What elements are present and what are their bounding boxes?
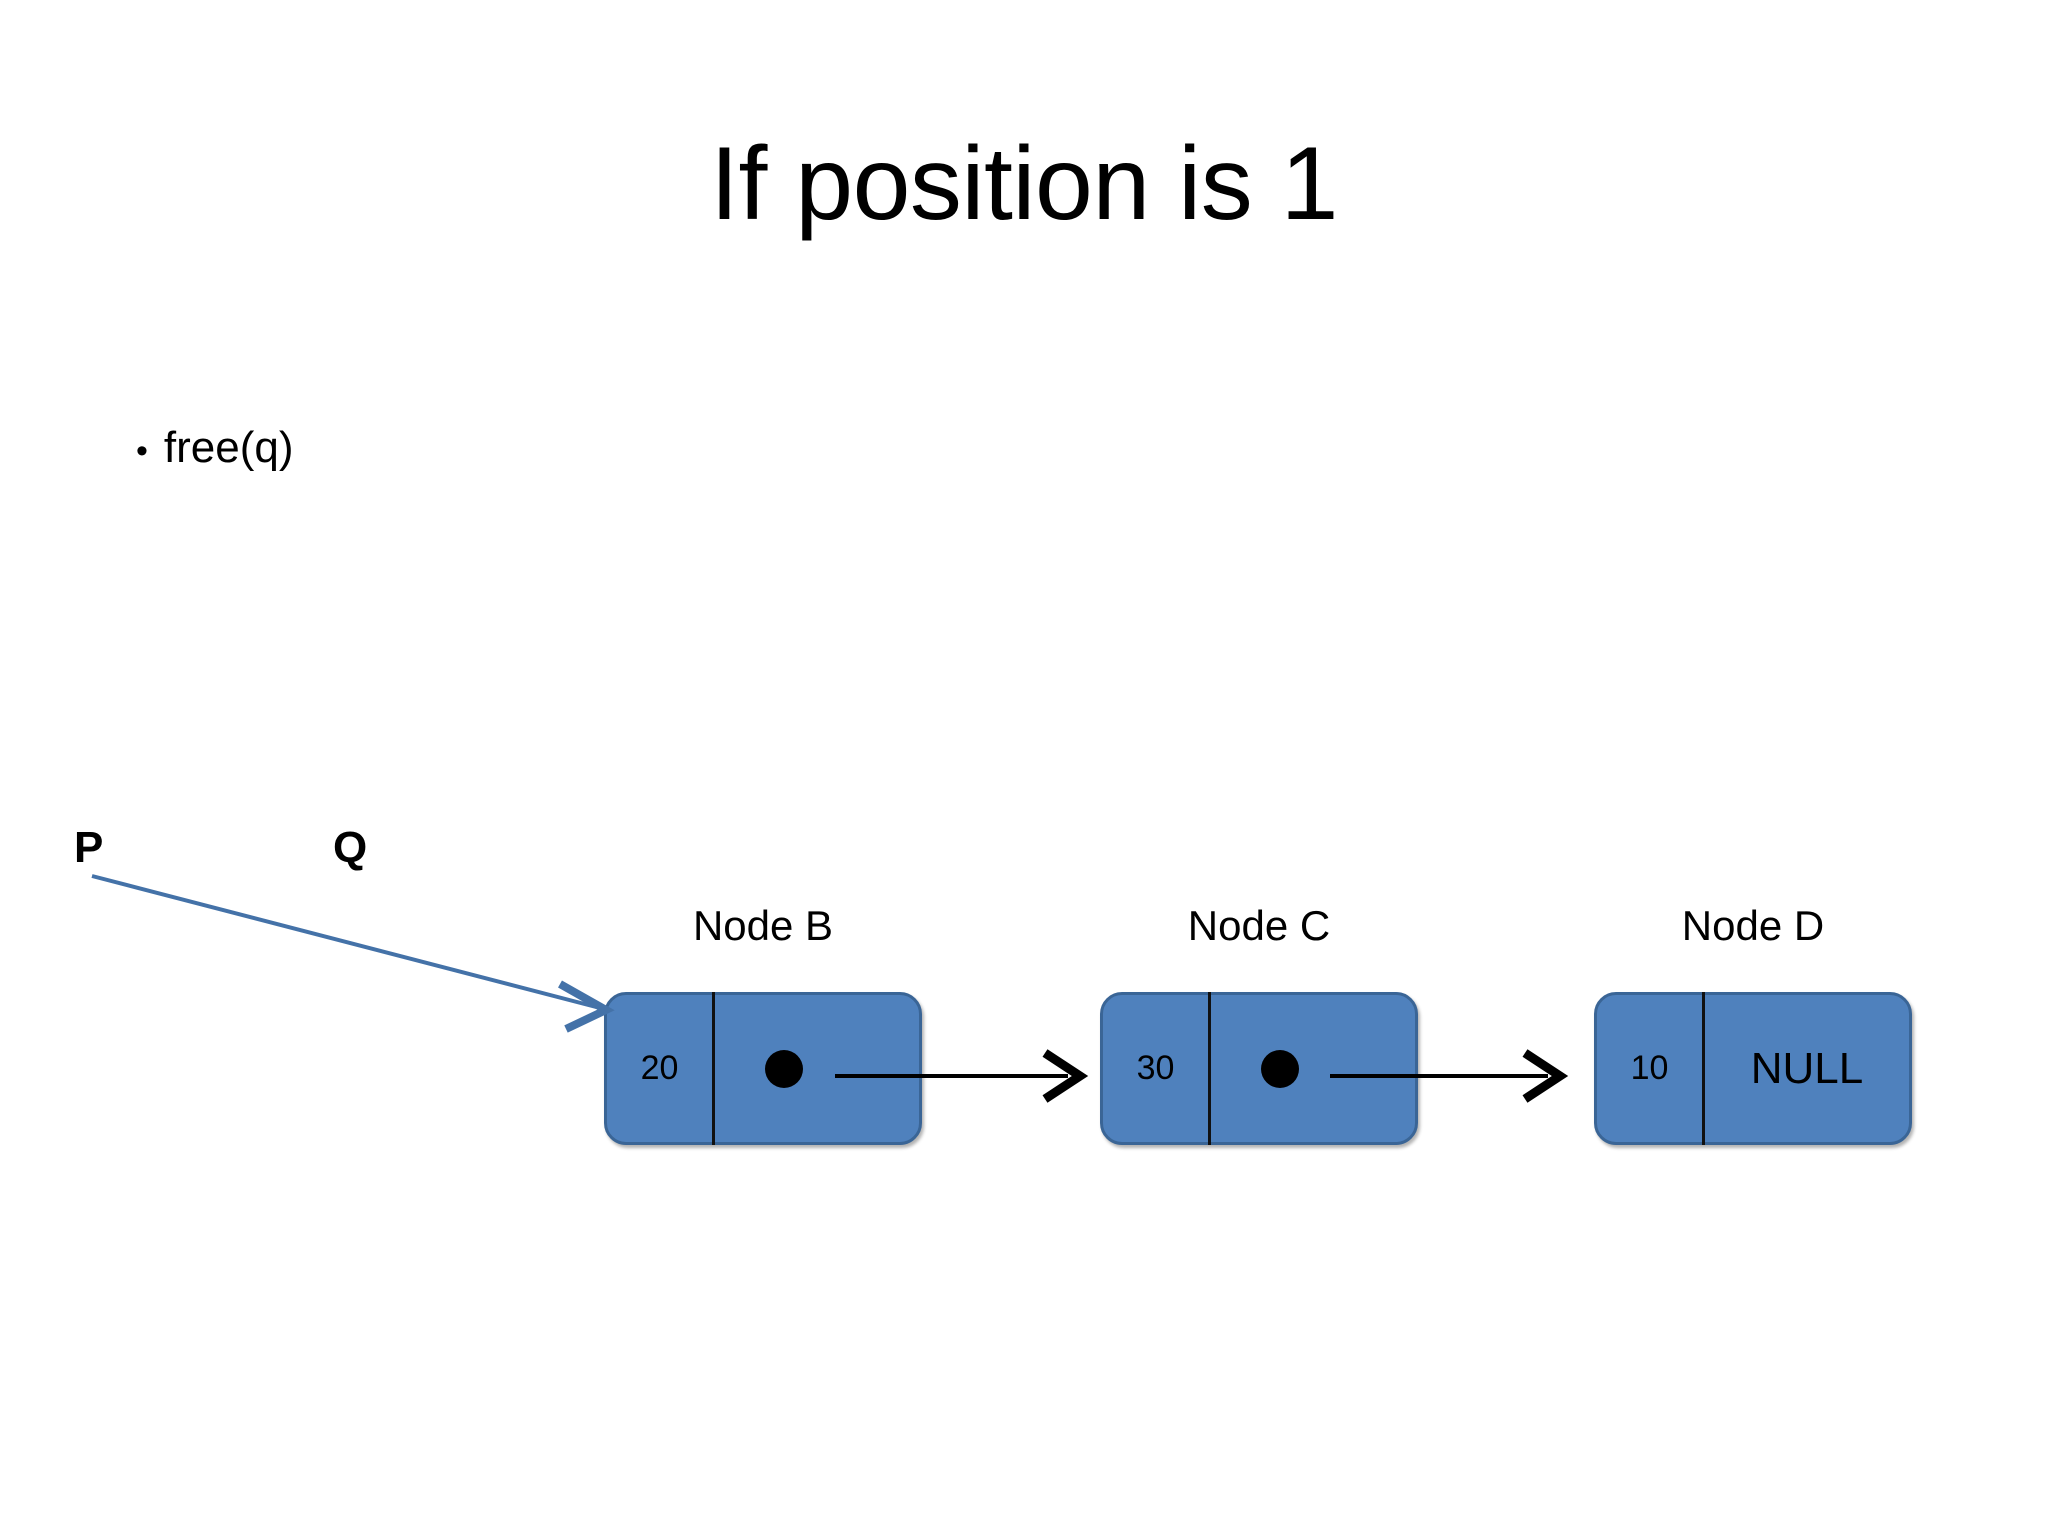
list-node-b: 20 bbox=[604, 992, 922, 1145]
node-b-next-field bbox=[715, 995, 919, 1142]
node-b-data-value: 20 bbox=[640, 1049, 679, 1087]
pointer-dot-icon bbox=[765, 1049, 803, 1088]
node-d-data-value: 10 bbox=[1630, 1049, 1669, 1087]
pointer-arrow-p-line bbox=[91, 874, 601, 1010]
bullet-text: free(q) bbox=[163, 423, 294, 472]
bullet-list: • free(q) bbox=[136, 422, 936, 475]
node-heading-d: Node D bbox=[1681, 902, 1825, 949]
node-heading-b: Node B bbox=[692, 902, 834, 949]
list-node-c: 30 bbox=[1100, 992, 1418, 1145]
list-node-d: 10 NULL bbox=[1594, 992, 1912, 1145]
node-heading-c: Node C bbox=[1187, 902, 1331, 949]
node-b-field-divider bbox=[712, 992, 715, 1145]
pointer-label-q: Q bbox=[333, 823, 368, 872]
page-title: If position is 1 bbox=[710, 126, 1338, 242]
link-arrow-c-to-d-head-icon bbox=[1522, 1049, 1569, 1103]
pointer-dot-icon bbox=[1261, 1049, 1299, 1088]
node-c-next-field bbox=[1211, 995, 1415, 1142]
pointer-label-p: P bbox=[74, 823, 104, 872]
pointer-arrow-p bbox=[91, 874, 615, 1033]
list-item: • free(q) bbox=[136, 422, 936, 475]
link-arrow-b-to-c-head-icon bbox=[1042, 1049, 1089, 1103]
bullet-marker-icon: • bbox=[136, 432, 148, 470]
node-d-field-divider bbox=[1702, 992, 1705, 1145]
node-d-null-text: NULL bbox=[1750, 1043, 1864, 1093]
node-c-field-divider bbox=[1208, 992, 1211, 1145]
node-c-data-value: 30 bbox=[1136, 1049, 1175, 1087]
pointer-arrow-p-head-icon bbox=[558, 980, 615, 1033]
